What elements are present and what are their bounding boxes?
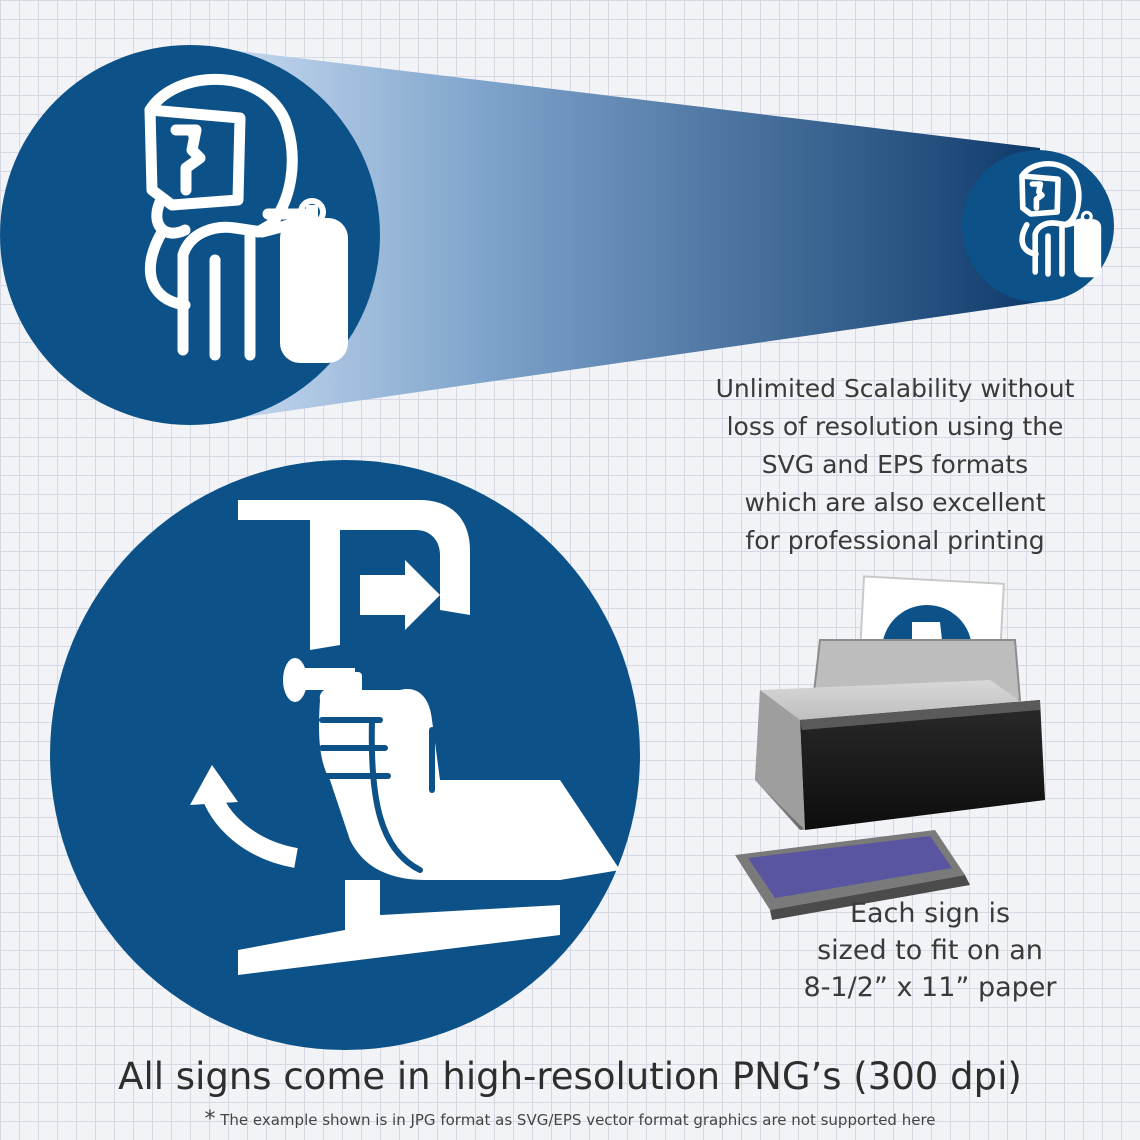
breathing-apparatus-sign-icon: [0, 45, 380, 425]
printer-icon: [735, 575, 1045, 920]
paper-size-line: Each sign is: [849, 898, 1011, 929]
footnote-marker: *: [204, 1107, 216, 1132]
paper-size-text: Each sign is sized to fit on an 8-1/2” x…: [780, 895, 1080, 1006]
png-resolution-note: All signs come in high-resolution PNG’s …: [118, 1055, 1022, 1098]
scalability-line: for professional printing: [745, 526, 1045, 555]
paper-size-line: 8-1/2” x 11” paper: [803, 972, 1057, 1003]
paper-size-line: sized to fit on an: [817, 935, 1043, 966]
format-footnote: * The example shown is in JPG format as …: [0, 1108, 1140, 1132]
breathing-apparatus-sign-icon-small: [962, 150, 1114, 302]
scalability-line: SVG and EPS formats: [761, 450, 1029, 479]
scale-beam: [190, 45, 1040, 425]
footnote-text: The example shown is in JPG format as SV…: [220, 1111, 936, 1129]
scalability-line: Unlimited Scalability without: [715, 374, 1075, 403]
scalability-line: loss of resolution using the: [726, 412, 1064, 441]
scalability-line: which are also excellent: [744, 488, 1046, 517]
pull-handle-sign-icon: [50, 460, 640, 1050]
scalability-text: Unlimited Scalability without loss of re…: [690, 370, 1100, 560]
